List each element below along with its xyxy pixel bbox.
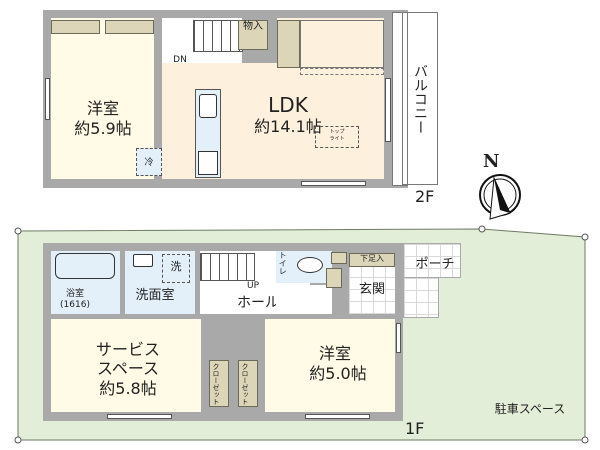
balcony-frame <box>402 12 438 185</box>
window-1f-western-south <box>305 414 370 419</box>
small-storage-1 <box>331 252 347 264</box>
closet-shelf-2f-right <box>105 20 154 34</box>
room-service-space-line1: サービス <box>95 340 160 359</box>
window-2f-west <box>45 78 50 120</box>
floor-2-label: 2F <box>415 187 435 206</box>
ldk-counter-dashed <box>300 68 384 75</box>
washer-label: 洗 <box>170 260 182 273</box>
room-bathroom-size: (1616) <box>60 300 90 310</box>
room-western-2f-name: 洋室 <box>86 99 119 118</box>
room-service-space <box>51 319 201 412</box>
floor-2-plan: 洋室 約5.9帖 DN 物入 冷 LDK 約14.1帖 トップ ライト <box>43 10 408 188</box>
closet-left[interactable] <box>209 360 229 407</box>
floor-1-plan: 浴室 (1616) 洗 洗面室 UP ホール トイレ 下足入 玄関 サービス ス… <box>43 243 403 421</box>
room-porch-lower <box>403 278 439 318</box>
ldk-closet <box>277 20 300 68</box>
room-ldk-size: 約14.1帖 <box>254 117 322 136</box>
shoe-storage-label: 下足入 <box>360 254 384 263</box>
balcony <box>392 12 408 186</box>
room-western-1f-size: 約5.0帖 <box>309 364 367 383</box>
stairs-1f[interactable] <box>200 253 255 281</box>
small-storage-2 <box>326 268 342 288</box>
stove-icon <box>198 151 218 175</box>
room-western-1f-name: 洋室 <box>318 344 351 363</box>
washer-space <box>162 254 190 283</box>
stairs-2f[interactable] <box>193 20 243 52</box>
sink-icon <box>199 94 217 118</box>
bathtub-icon <box>55 253 115 279</box>
toplight <box>315 126 359 148</box>
compass: N <box>470 150 530 225</box>
toilet-icon <box>297 257 323 273</box>
toplight-line2: ライト <box>329 136 345 142</box>
shoe-storage[interactable] <box>349 253 395 267</box>
window-2f-ldk-south <box>301 181 366 186</box>
room-hall-name: ホール <box>237 295 279 311</box>
room-washroom-name: 洗面室 <box>135 288 175 303</box>
room-entrance-name: 玄関 <box>358 282 385 297</box>
compass-arrow-icon <box>479 174 521 220</box>
window-2f-ldk-east <box>385 78 391 142</box>
fridge-label: 冷 <box>144 158 154 168</box>
closet-right-label: クローゼット <box>241 363 249 405</box>
storage-mono-ire[interactable] <box>238 20 268 50</box>
window-1f-western-east <box>396 323 401 353</box>
room-ldk-name: LDK <box>268 93 308 117</box>
room-toilet-name: トイレ <box>278 251 288 275</box>
room-service-space-line2: スペース <box>96 359 160 378</box>
fridge-space <box>136 148 162 176</box>
washbasin-icon <box>133 254 153 267</box>
balcony-label: バルコニー <box>412 64 428 134</box>
room-porch-name: ポーチ <box>415 257 455 272</box>
storage-mono-ire-label: 物入 <box>243 21 263 32</box>
room-western-1f <box>265 319 395 412</box>
closet-right[interactable] <box>238 360 258 407</box>
stairs-dn-label: DN <box>173 55 187 65</box>
compass-north-label: N <box>483 151 500 172</box>
floor-1-label: 1F <box>405 419 425 438</box>
toplight-line1: トップ <box>329 129 345 135</box>
closet-left-label: クローゼット <box>212 363 220 405</box>
room-western-2f-size: 約5.9帖 <box>74 119 132 138</box>
room-bathroom-name: 浴室 <box>65 289 84 299</box>
ldk-counter <box>300 20 384 68</box>
room-porch <box>403 243 461 278</box>
parking-label: 駐車スペース <box>494 402 566 416</box>
closet-shelf-2f-left <box>51 20 100 34</box>
room-service-space-size: 約5.8帖 <box>99 379 157 398</box>
hall-extension <box>276 285 332 314</box>
window-1f-service-south <box>107 414 172 419</box>
stairs-up-label: UP <box>246 281 259 291</box>
